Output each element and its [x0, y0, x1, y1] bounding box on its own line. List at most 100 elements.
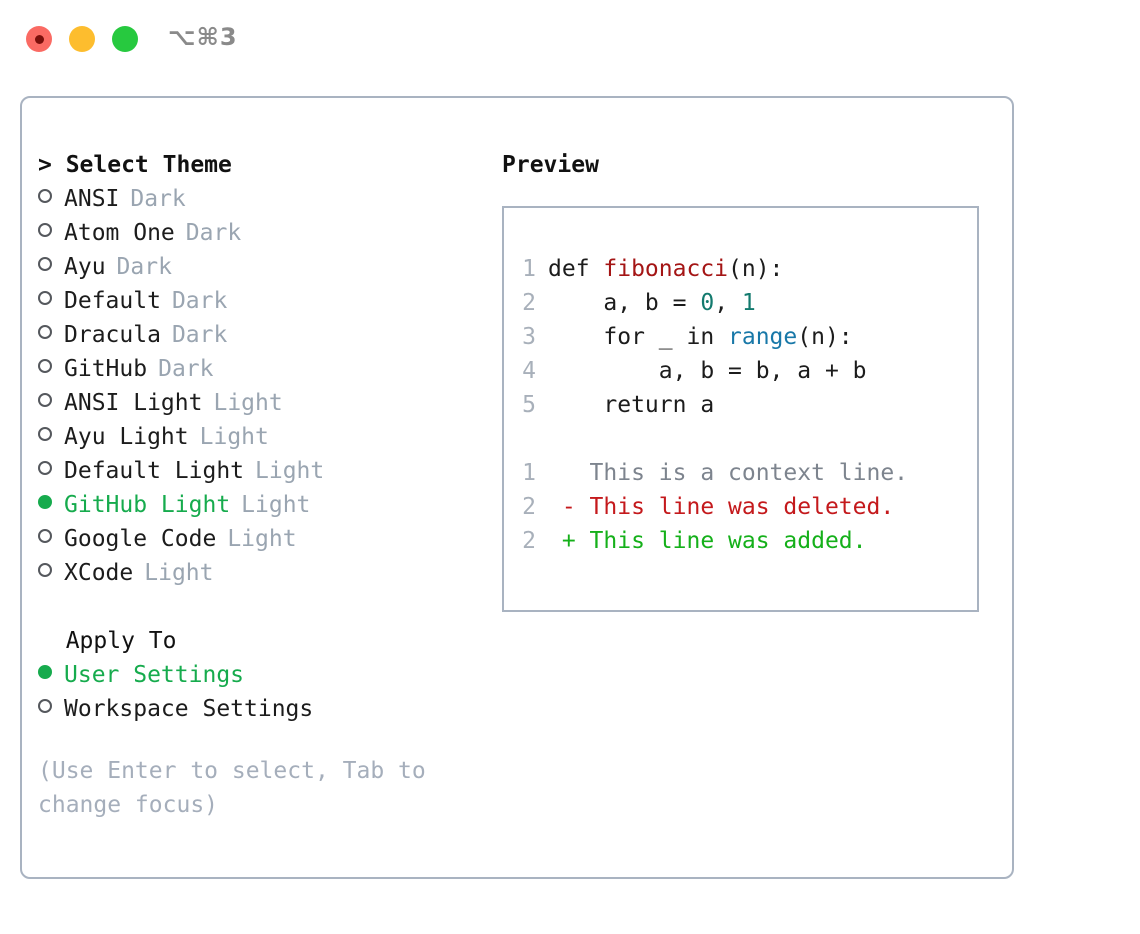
radio-unselected-icon[interactable]: [38, 223, 52, 237]
diff-sample: 1 This is a context line.2 - This line w…: [504, 456, 977, 558]
line-number: 2: [522, 290, 536, 316]
diff-line-text: + This line was added.: [548, 528, 867, 554]
radio-unselected-icon[interactable]: [38, 699, 52, 713]
code-line: 3 for _ in range(n):: [504, 320, 977, 354]
apply-to-heading: Apply To: [38, 628, 177, 654]
theme-option-badge: Dark: [116, 254, 172, 280]
theme-option-label: GitHub Light: [64, 492, 231, 518]
line-number: 1: [522, 256, 536, 282]
theme-option-badge: Dark: [130, 186, 186, 212]
code-token-plain: a, b =: [548, 290, 701, 316]
preview-heading: Preview: [502, 152, 599, 178]
radio-unselected-icon[interactable]: [38, 257, 52, 271]
code-token-plain: a, b = b, a + b: [548, 358, 867, 384]
code-line: 2 a, b = 0, 1: [504, 286, 977, 320]
theme-option-xcode[interactable]: XCode Light: [38, 556, 488, 590]
radio-unselected-icon[interactable]: [38, 393, 52, 407]
code-line-content: def fibonacci(n):: [548, 252, 783, 286]
theme-option-label: Ayu: [64, 254, 106, 280]
theme-option-badge: Light: [144, 560, 214, 586]
diff-line-text: - This line was deleted.: [548, 494, 895, 520]
theme-option-label: Google Code: [64, 526, 217, 552]
code-token-fn: fibonacci: [603, 256, 729, 282]
theme-option-badge: Light: [241, 492, 311, 518]
code-token-num: 0: [700, 290, 715, 316]
diff-line-del: 2 - This line was deleted.: [504, 490, 977, 524]
theme-option-ayu-light[interactable]: Ayu Light Light: [38, 420, 488, 454]
traffic-lights: [26, 26, 138, 52]
code-token-plain: def: [548, 256, 604, 282]
diff-line-ctx: 1 This is a context line.: [504, 456, 977, 490]
theme-option-badge: Dark: [158, 356, 214, 382]
theme-option-label: Ayu Light: [64, 424, 189, 450]
code-line-content: a, b = 0, 1: [548, 286, 756, 320]
line-number: 1: [522, 460, 536, 486]
theme-option-label: Default Light: [64, 458, 245, 484]
code-line: 5 return a: [504, 388, 977, 422]
theme-option-badge: Dark: [185, 220, 242, 246]
theme-option-badge: Light: [213, 390, 283, 416]
radio-unselected-icon[interactable]: [38, 325, 52, 339]
radio-unselected-icon[interactable]: [38, 427, 52, 441]
code-line-content: return a: [548, 388, 714, 422]
radio-unselected-icon[interactable]: [38, 189, 52, 203]
close-button[interactable]: [26, 26, 52, 52]
keyboard-shortcut-label: ⌥⌘3: [168, 23, 238, 51]
code-line-content: a, b = b, a + b: [548, 354, 867, 388]
apply-option-workspace-settings[interactable]: Workspace Settings: [38, 692, 488, 726]
title-bar: ⌥⌘3: [0, 0, 1140, 78]
theme-option-badge: Light: [199, 424, 269, 450]
apply-option-user-settings[interactable]: User Settings: [38, 658, 488, 692]
line-number: 3: [522, 324, 536, 350]
maximize-button[interactable]: [112, 26, 138, 52]
theme-option-label: XCode: [64, 560, 134, 586]
diff-line-add: 2 + This line was added.: [504, 524, 977, 558]
line-number: 2: [522, 528, 536, 554]
line-number: 2: [522, 494, 536, 520]
theme-option-default[interactable]: Default Dark: [38, 284, 488, 318]
theme-option-label: Default: [64, 288, 161, 314]
theme-option-ayu[interactable]: Ayu Dark: [38, 250, 488, 284]
theme-option-badge: Dark: [171, 288, 228, 314]
code-token-num: 1: [741, 290, 756, 316]
code-token-plain: return a: [548, 392, 715, 418]
radio-selected-icon[interactable]: [38, 665, 52, 679]
theme-option-label: Dracula: [64, 322, 161, 348]
theme-option-github-light[interactable]: GitHub Light Light: [38, 488, 488, 522]
radio-unselected-icon[interactable]: [38, 529, 52, 543]
code-line: 4 a, b = b, a + b: [504, 354, 977, 388]
radio-unselected-icon[interactable]: [38, 461, 52, 475]
radio-unselected-icon[interactable]: [38, 359, 52, 373]
minimize-button[interactable]: [69, 26, 95, 52]
theme-option-dracula[interactable]: Dracula Dark: [38, 318, 488, 352]
radio-unselected-icon[interactable]: [38, 563, 52, 577]
section-spacer: [38, 590, 488, 624]
select-theme-heading: > Select Theme: [38, 152, 232, 178]
radio-unselected-icon[interactable]: [38, 291, 52, 305]
code-token-plain: for _ in: [548, 324, 729, 350]
code-token-call: range: [728, 324, 798, 350]
diff-line-text: This is a context line.: [548, 460, 909, 486]
theme-option-label: GitHub: [64, 356, 148, 382]
code-diff-gap: [504, 422, 977, 456]
theme-option-github[interactable]: GitHub Dark: [38, 352, 488, 386]
theme-option-label: ANSI: [64, 186, 120, 212]
line-number: 4: [522, 358, 536, 384]
line-number: 5: [522, 392, 536, 418]
theme-option-badge: Dark: [171, 322, 228, 348]
radio-selected-icon[interactable]: [38, 495, 52, 509]
code-token-plain: (n):: [728, 256, 784, 282]
code-token-plain: ,: [714, 290, 742, 316]
theme-option-ansi[interactable]: ANSI Dark: [38, 182, 488, 216]
